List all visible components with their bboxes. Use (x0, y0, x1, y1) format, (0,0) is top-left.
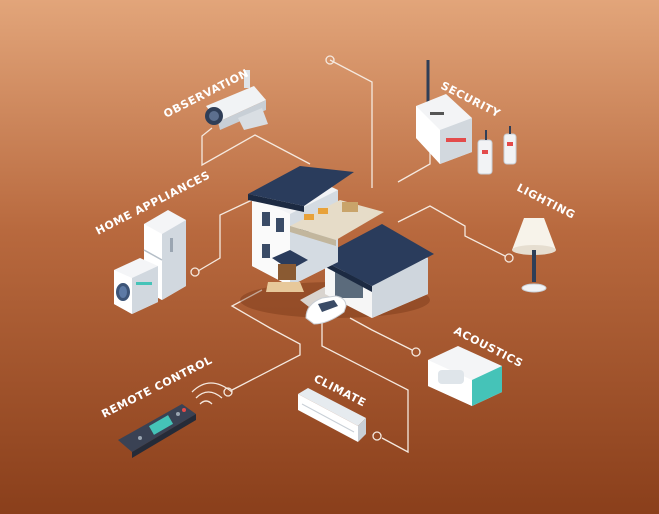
wire-top (329, 59, 373, 188)
wire-end-lighting (504, 253, 514, 263)
smart-house-icon (240, 166, 434, 325)
label-lighting: LIGHTING (515, 181, 578, 222)
wire-climate (321, 318, 409, 454)
table-lamp-icon (512, 218, 556, 293)
connector-lines (190, 55, 514, 454)
wire-end-top (325, 55, 335, 65)
wire-lighting (397, 205, 506, 257)
washer-fridge-icon (114, 210, 186, 314)
wire-end-acoustics (411, 347, 421, 357)
wire-end-appliances (190, 267, 200, 277)
remote-control-icon (118, 404, 196, 458)
wire-end-climate (372, 431, 382, 441)
wire-home-appliances (197, 199, 253, 272)
speaker-icon (428, 346, 502, 406)
wire-remote (230, 289, 301, 391)
wireless-signal-icon (191, 382, 233, 405)
security-camera-icon (205, 70, 268, 130)
wire-acoustics (349, 317, 413, 351)
wire-observation (201, 127, 311, 167)
car-icon (305, 295, 347, 325)
air-conditioner-icon (298, 388, 366, 442)
alarm-panel-icon (416, 60, 517, 175)
